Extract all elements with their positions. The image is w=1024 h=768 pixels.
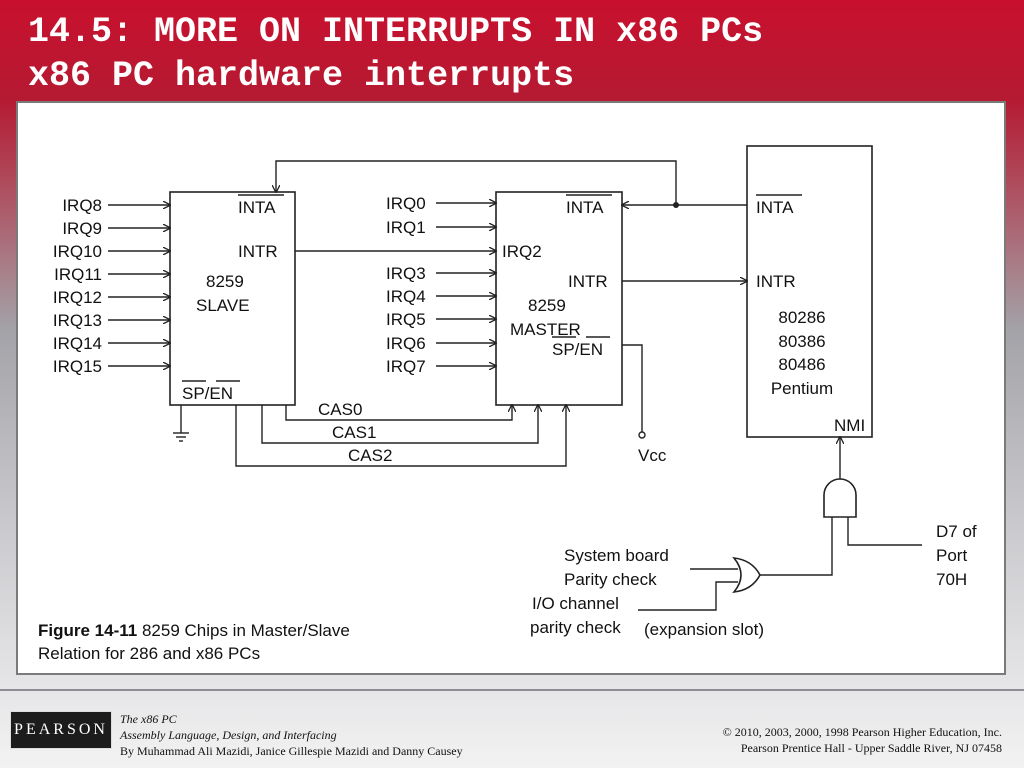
io-channel-parity-wire: [638, 581, 738, 611]
master-irq2-label: IRQ2: [502, 242, 542, 261]
book-subtitle: Assembly Language, Design, and Interfaci…: [120, 728, 337, 742]
irq-label: IRQ4: [386, 287, 426, 306]
copyright-block: © 2010, 2003, 2000, 1998 Pearson Higher …: [723, 724, 1002, 756]
irq-label: IRQ5: [386, 310, 426, 329]
irq-label: IRQ0: [386, 194, 426, 213]
master-irq-arrows: [436, 203, 496, 366]
slave-inta-label: INTA: [238, 198, 276, 217]
irq-label: IRQ14: [53, 334, 102, 353]
irq-label: IRQ1: [386, 218, 426, 237]
footer-divider: [0, 689, 1024, 691]
port-70h-d7-wire: [847, 517, 922, 546]
irq-label: IRQ8: [62, 196, 102, 215]
irq-label: IRQ10: [53, 242, 102, 261]
inta-to-slave-wire: [276, 160, 677, 205]
irq-label: IRQ3: [386, 264, 426, 283]
parity-label: System board: [564, 546, 669, 565]
irq-label: IRQ13: [53, 311, 102, 330]
pearson-logo: PEARSON: [10, 711, 112, 749]
caption-text-line-1: 8259 Chips in Master/Slave: [141, 621, 350, 640]
slave-chip-role: SLAVE: [196, 296, 250, 315]
and-gate: [823, 478, 857, 518]
vcc-label: Vcc: [638, 446, 667, 465]
irq-label: IRQ12: [53, 288, 102, 307]
book-title: The x86 PC: [120, 712, 177, 726]
cpu-model-label: 80386: [778, 332, 825, 351]
expansion-slot-label: (expansion slot): [644, 620, 764, 639]
caption-text-line-2: Relation for 286 and x86 PCs: [38, 644, 261, 663]
cpu-model-label: Pentium: [771, 379, 833, 398]
port-label: Port: [936, 546, 967, 565]
cas0-line: [285, 405, 512, 421]
irq-label: IRQ15: [53, 357, 102, 376]
figure-caption: Figure 14-11 8259 Chips in Master/Slave …: [38, 619, 438, 665]
cpu-nmi-label: NMI: [834, 416, 865, 435]
master-intr-label: INTR: [568, 272, 608, 291]
book-authors: By Muhammad Ali Mazidi, Janice Gillespie…: [120, 744, 463, 758]
cas-label: CAS1: [332, 423, 376, 442]
slave-intr-label: INTR: [238, 242, 278, 261]
irq-label: IRQ6: [386, 334, 426, 353]
parity-label: I/O channel: [532, 594, 619, 613]
cpu-model-label: 80286: [778, 308, 825, 327]
master-chip-name: 8259: [528, 296, 566, 315]
slide-title: 14.5: MORE ON INTERRUPTS IN x86 PCs x86 …: [28, 10, 763, 98]
ground-symbol: [173, 405, 189, 442]
cpu-intr-label: INTR: [756, 272, 796, 291]
inta-junction-dot: [673, 202, 679, 208]
master-inta-label: INTA: [566, 198, 604, 217]
parity-label: parity check: [530, 618, 621, 637]
book-credits: The x86 PC Assembly Language, Design, an…: [120, 711, 463, 759]
publisher-text: Pearson Prentice Hall - Upper Saddle Riv…: [740, 741, 1002, 755]
or-gate: [732, 556, 761, 594]
slave-sp-en-label: SP/EN: [182, 384, 233, 403]
or-to-and-wire: [760, 517, 833, 576]
master-chip-role: MASTER: [510, 320, 581, 339]
parity-label: Parity check: [564, 570, 657, 589]
irq-label: IRQ11: [54, 265, 102, 284]
interrupt-diagram: IRQ8 IRQ9 IRQ10 IRQ11 IRQ12 IRQ13 IRQ14 …: [53, 145, 977, 639]
copyright-text: © 2010, 2003, 2000, 1998 Pearson Higher …: [722, 725, 1002, 739]
slave-irq-arrows: [108, 205, 170, 366]
cpu-inta-label: INTA: [756, 198, 794, 217]
master-sp-en-label: SP/EN: [552, 340, 603, 359]
port-label: 70H: [936, 570, 967, 589]
cpu-model-label: 80486: [778, 355, 825, 374]
title-line-2: x86 PC hardware interrupts: [28, 56, 575, 96]
cas-label: CAS2: [348, 446, 392, 465]
slave-8259-chip: [169, 191, 296, 406]
figure-label: Figure 14-11: [38, 621, 138, 640]
sp-en-to-vcc-wire: [622, 344, 643, 433]
cas2-line: [235, 405, 566, 467]
irq-label: IRQ7: [386, 357, 426, 376]
port-label: D7 of: [936, 522, 977, 541]
cas1-line: [261, 405, 538, 444]
irq-label: IRQ9: [62, 219, 102, 238]
master-8259-chip: [495, 191, 623, 406]
vcc-terminal: [638, 431, 646, 439]
cas-label: CAS0: [318, 400, 362, 419]
title-line-1: 14.5: MORE ON INTERRUPTS IN x86 PCs: [28, 12, 764, 52]
slave-chip-name: 8259: [206, 272, 244, 291]
figure-panel: IRQ8 IRQ9 IRQ10 IRQ11 IRQ12 IRQ13 IRQ14 …: [16, 101, 1006, 675]
